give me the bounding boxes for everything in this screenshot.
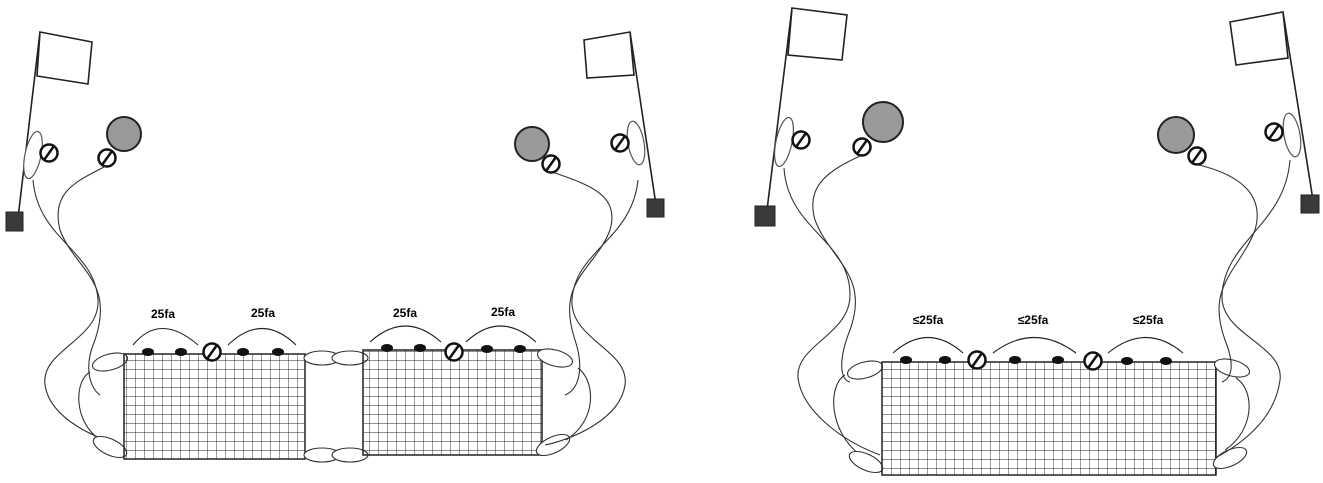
float-icon [774,116,794,168]
weight-icon [175,348,187,356]
span-label: ≤25fa [1133,313,1164,327]
crossed-circle-icon [1187,146,1207,166]
flag-icon [583,31,657,206]
buoy-icon [514,126,550,162]
crossed-circle-icon [541,154,561,174]
span-label: 25fa [393,306,417,320]
crossed-circle-icon [39,143,59,163]
flag-icon [766,7,848,211]
buoy-icon [1157,116,1195,154]
crossed-circle-icon [967,350,987,370]
anchor-icon [1300,194,1320,214]
buoy-icon [862,101,904,143]
crossed-circle-icon [1264,122,1284,142]
weight-icon [1160,357,1172,365]
float-icon [1282,112,1302,158]
weight-icon [481,345,493,353]
weight-icon [1009,356,1021,364]
float-icon [846,360,884,380]
crossed-circle-icon [97,148,117,168]
weight-icon [142,348,154,356]
weight-icon [514,345,526,353]
float-icon [1213,358,1251,378]
net-panel [881,361,1217,476]
span-label: 25fa [251,306,275,320]
crossed-circle-icon [610,133,630,153]
panel-right: ≤25fa ≤25fa ≤25fa [754,7,1320,476]
anchor-icon [754,205,776,227]
span-label: ≤25fa [1018,313,1049,327]
weight-icon [237,348,249,356]
anchor-icon [5,211,24,232]
span-label: 25fa [151,307,175,321]
weight-icon [1052,356,1064,364]
crossed-circle-icon [444,342,464,362]
float-icon [848,450,884,474]
flag-icon [17,31,93,219]
buoy-icon [106,116,142,152]
crossed-circle-icon [1083,351,1103,371]
weight-icon [1121,357,1133,365]
weight-icon [939,356,951,364]
float-icon [536,348,574,368]
float-icon [1212,446,1248,470]
crossed-circle-icon [852,137,872,157]
crossed-circle-icon [791,130,811,150]
weight-icon [272,348,284,356]
net-panel [123,353,306,460]
weight-icon [381,344,393,352]
crossed-circle-icon [202,342,222,362]
weight-icon [414,344,426,352]
flag-icon [1229,11,1314,201]
span-label: 25fa [491,305,515,319]
span-label: ≤25fa [913,313,944,327]
weight-icon [900,356,912,364]
anchor-icon [646,198,665,218]
net-panel [362,349,543,456]
panel-left: 25fa 25fa 25fa 25fa [5,31,665,463]
